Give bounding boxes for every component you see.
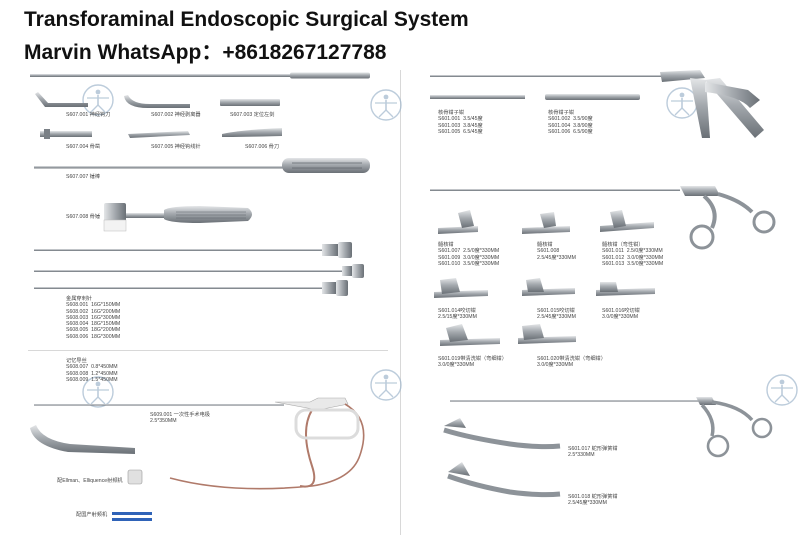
label-needles: 金属穿刺针 S608.001 16G*150MM S608.002 16G*20…	[66, 296, 121, 340]
label-s607-008: S607.008 骨锤	[66, 214, 101, 220]
instrument-s609-001	[30, 397, 365, 521]
instrument-rongeur-pistol	[430, 70, 764, 138]
label-electrode: S609.001 一次性手术电极 2.5*350MM	[150, 412, 210, 425]
label-s607-003: S607.003 定位左剑	[230, 112, 275, 118]
instrument-s607-004	[40, 129, 92, 139]
instrument-s607-001	[35, 92, 88, 107]
label-flexible-2: S601.018 蛇形弹簧钳 2.5/45度*330MM	[568, 494, 618, 507]
instrument-s607-007	[34, 158, 370, 173]
label-s607-002: S607.002 神经剥离器	[151, 112, 201, 118]
label-forceps-1: 髓核钳 S601.007 2.5/0度*330MM S601.009 3.0/0…	[438, 242, 500, 267]
contact-line: Marvin WhatsApp：+8618267127788	[24, 41, 387, 64]
instrument-s607-008	[103, 203, 252, 232]
label-flexible-1: S601.017 蛇形弹簧钳 2.5*330MM	[568, 446, 618, 459]
instrument-s607-005	[128, 131, 190, 138]
label-ellman: 配Ellman、Elliquence射频机	[57, 478, 123, 484]
label-rongeur-b: 核骨钳子钳 S601.002 3.5/90度 S601.004 3.8/90度 …	[548, 110, 593, 135]
label-domestic: 配国产射频机	[76, 512, 108, 518]
label-forceps-4: S601.014咬切钳 2.5/15度*330MM	[438, 308, 477, 321]
instrument-needles-s608	[34, 242, 364, 296]
label-s607-004: S607.004 骨凿	[66, 144, 101, 150]
label-forceps-8: S601.020带清洗钳（弯细钳） 3.0/0度*330MM	[537, 356, 606, 369]
forceps-tip-grid	[434, 210, 655, 346]
instrument-flexible-forceps	[443, 397, 773, 498]
page-title: Transforaminal Endoscopic Surgical Syste…	[24, 8, 469, 31]
instrument-s607-003	[220, 99, 280, 106]
left-section-divider	[28, 350, 388, 351]
label-s607-001: S607.001 神经钩刀	[66, 112, 111, 118]
instrument-long-probe	[30, 74, 370, 77]
instrument-forceps-ring	[430, 186, 776, 250]
label-s607-006: S607.006 骨刀	[245, 144, 280, 150]
label-rongeur-a: 核骨钳子钳 S601.001 3.5/45度 S601.003 3.8/45度 …	[438, 110, 483, 135]
label-guidewire: 记忆导丝 S608.007 0.8*450MM S608.008 1.2*450…	[66, 358, 118, 383]
label-forceps-5: S601.015咬切钳 2.5/45度*330MM	[537, 308, 576, 321]
label-forceps-2: 髓核钳 S601.008 2.5/45度*330MM	[537, 242, 576, 261]
instrument-s607-002	[124, 95, 190, 108]
instrument-s607-006	[222, 128, 282, 137]
label-s607-007: S607.007 锤棒	[66, 174, 101, 180]
center-divider	[400, 70, 401, 535]
label-forceps-7: S601.019带清洗钳（弯细钳） 3.0/0度*330MM	[438, 356, 507, 369]
label-s607-005: S607.005 神经钩线针	[151, 144, 201, 150]
label-forceps-6: S601.016咬切钳 3.0/0度*330MM	[602, 308, 640, 321]
label-forceps-3: 髓核钳（弯性钳） S601.011 2.5/0度*330MM S601.012 …	[602, 242, 664, 267]
